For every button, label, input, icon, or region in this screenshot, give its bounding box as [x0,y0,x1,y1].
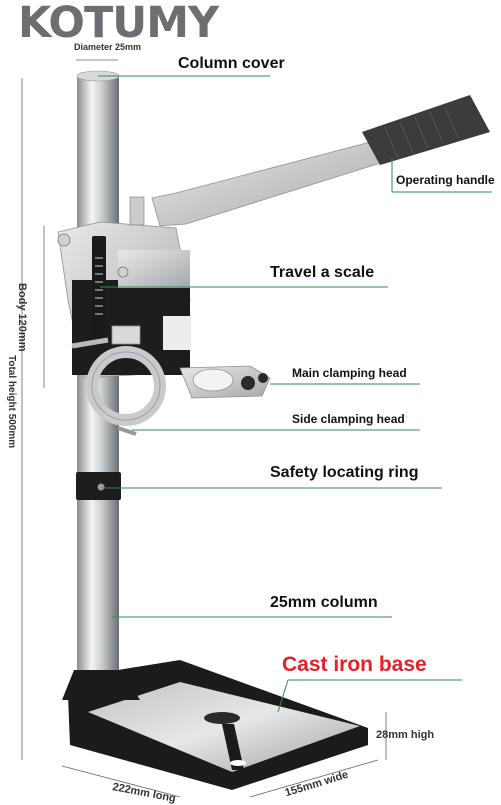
base-height-dimension: 28mm high [376,729,435,741]
main-clamp-shape [179,365,271,399]
dimension-lines [21,59,387,798]
brand-logo: KOTUMY [18,0,219,48]
base-shape [68,660,368,790]
side-clamp-shape [71,325,166,436]
column-label: 25mm column [270,594,378,611]
body-dimension: Body 120mm [16,283,28,352]
side-clamping-head-label: Side clamping head [292,412,405,426]
safety-ring-label: Safety locating ring [270,464,419,481]
cast-iron-base-label: Cast iron base [282,653,427,676]
column-cover-label: Column cover [178,55,285,72]
handle-shape [151,95,490,227]
diameter-dimension: Diameter 25mm [74,42,142,52]
operating-handle-label: Operating handle [396,173,495,187]
travel-scale-label: Travel a scale [270,264,375,281]
leader-lines [98,75,492,713]
main-clamping-head-label: Main clamping head [292,366,407,380]
total-height-dimension: Total height 500mm [6,355,17,449]
